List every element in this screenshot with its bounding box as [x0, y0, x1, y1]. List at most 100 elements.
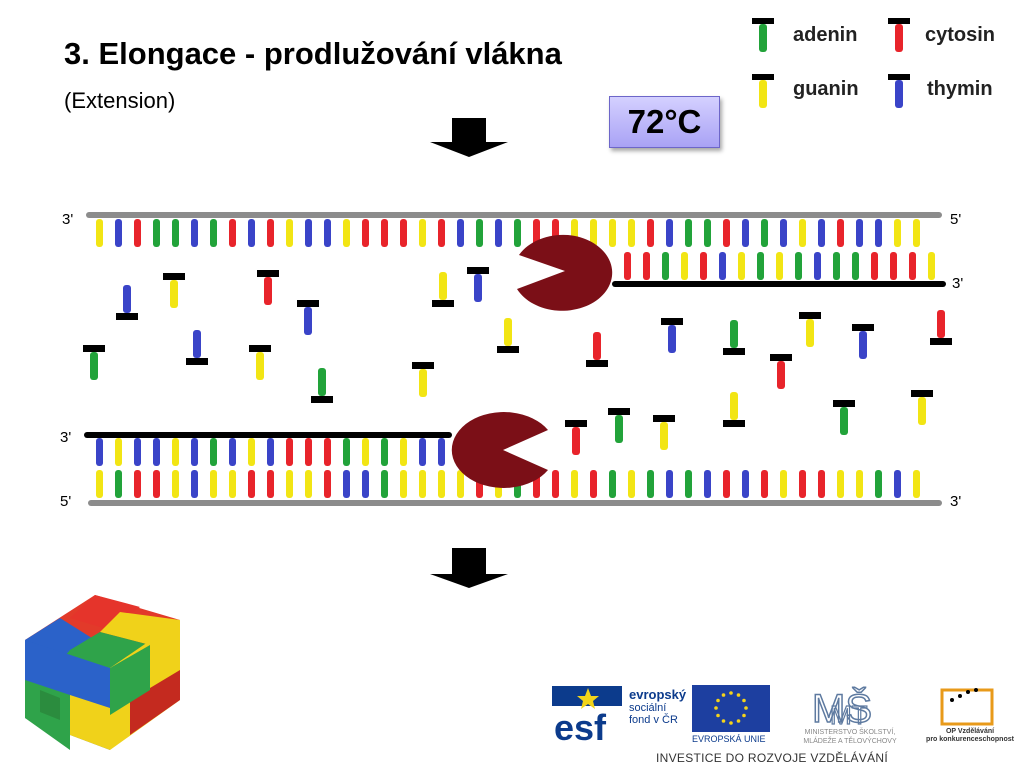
base-pair	[837, 219, 844, 247]
base-pair	[742, 470, 749, 498]
legend-nucleotide-cytosin	[888, 18, 910, 52]
free-nucleotide	[653, 415, 675, 450]
base-pair	[818, 470, 825, 498]
base-pair	[662, 252, 669, 280]
base-pair	[799, 219, 806, 247]
base-pair	[818, 219, 825, 247]
base-pair	[871, 252, 878, 280]
eu-star	[716, 713, 720, 718]
base-pair	[305, 470, 312, 498]
free-nucleotide	[163, 273, 185, 308]
base-pair	[248, 219, 255, 247]
base-pair	[666, 470, 673, 498]
base-pair	[666, 219, 673, 247]
svg-text:MŠ: MŠ	[812, 686, 872, 731]
base-pair	[609, 219, 616, 247]
base-pair	[628, 219, 635, 247]
legend-nucleotide-thymin	[888, 74, 910, 108]
base-pair	[875, 470, 882, 498]
free-nucleotide	[799, 312, 821, 347]
down-arrow-bottom	[430, 548, 508, 588]
base-pair	[115, 438, 122, 466]
base-pair	[719, 252, 726, 280]
free-nucleotide	[432, 272, 454, 307]
base-pair	[229, 438, 236, 466]
free-nucleotide	[770, 354, 792, 389]
base-pair	[894, 219, 901, 247]
base-pair	[457, 470, 464, 498]
base-pair	[115, 470, 122, 498]
base-pair	[609, 470, 616, 498]
base-pair	[685, 219, 692, 247]
free-nucleotides	[83, 267, 952, 455]
op-vzdelavani-logo	[940, 688, 994, 726]
base-pair	[795, 252, 802, 280]
base-pair	[362, 219, 369, 247]
base-pair	[96, 438, 103, 466]
base-pair	[928, 252, 935, 280]
base-pair	[210, 470, 217, 498]
dna-polymerase-bottom	[451, 412, 548, 489]
eu-caption: EVROPSKÁ UNIE	[692, 734, 766, 744]
base-pair	[894, 470, 901, 498]
base-pair	[704, 219, 711, 247]
base-pair	[191, 438, 198, 466]
base-pair	[856, 219, 863, 247]
label-top-template-right: 5'	[950, 211, 961, 228]
base-pair	[381, 219, 388, 247]
base-pair	[780, 470, 787, 498]
base-pair	[400, 470, 407, 498]
legend-label-cytosin: cytosin	[925, 24, 996, 46]
legend-label-thymin: thymin	[927, 78, 993, 100]
free-nucleotide	[249, 345, 271, 380]
base-pair	[628, 470, 635, 498]
base-pair	[286, 219, 293, 247]
base-pair	[305, 219, 312, 247]
eu-star	[742, 698, 746, 703]
base-pair	[571, 470, 578, 498]
free-nucleotide	[311, 368, 333, 403]
base-pair	[856, 470, 863, 498]
base-pair	[742, 219, 749, 247]
base-pair	[438, 470, 445, 498]
base-pair	[495, 219, 502, 247]
base-pair	[153, 438, 160, 466]
base-pair	[552, 470, 559, 498]
base-pair	[115, 219, 122, 247]
eu-star	[729, 691, 733, 695]
base-pair	[833, 252, 840, 280]
msmt-line1: MINISTERSTVO ŠKOLSTVÍ,	[804, 729, 896, 736]
esf-caption: evropský sociální fond v ČR	[629, 688, 686, 726]
slide-title: 3. Elongace - prodlužování vlákna	[64, 36, 562, 71]
free-nucleotide	[83, 345, 105, 380]
base-pair	[704, 470, 711, 498]
base-pair	[343, 438, 350, 466]
base-pair	[153, 470, 160, 498]
op-line2: pro konkurenceschopnost	[926, 736, 1014, 743]
svg-text:esf: esf	[554, 707, 607, 748]
base-pair	[909, 252, 916, 280]
base-pair	[134, 438, 141, 466]
legend-nucleotide-adenin	[752, 18, 774, 52]
eu-star	[729, 721, 733, 725]
base-pair	[286, 438, 293, 466]
base-pair	[700, 252, 707, 280]
base-pair	[134, 219, 141, 247]
investice-caption: INVESTICE DO ROZVOJE VZDĚLÁVÁNÍ	[656, 751, 889, 765]
temperature-badge: 72°C	[609, 96, 720, 148]
base-pair	[643, 252, 650, 280]
base-pair	[837, 470, 844, 498]
svg-text:MT: MT	[830, 700, 868, 730]
free-nucleotide	[186, 330, 208, 365]
msmt-line2: MLÁDEŽE A TĚLOVÝCHOVY	[803, 738, 897, 745]
esf-line3: fond v ČR	[629, 714, 678, 726]
base-pair	[248, 470, 255, 498]
free-nucleotide	[116, 285, 138, 320]
base-pair	[267, 438, 274, 466]
free-nucleotide	[608, 408, 630, 443]
base-pair	[419, 219, 426, 247]
base-pair	[438, 219, 445, 247]
base-pair	[913, 470, 920, 498]
